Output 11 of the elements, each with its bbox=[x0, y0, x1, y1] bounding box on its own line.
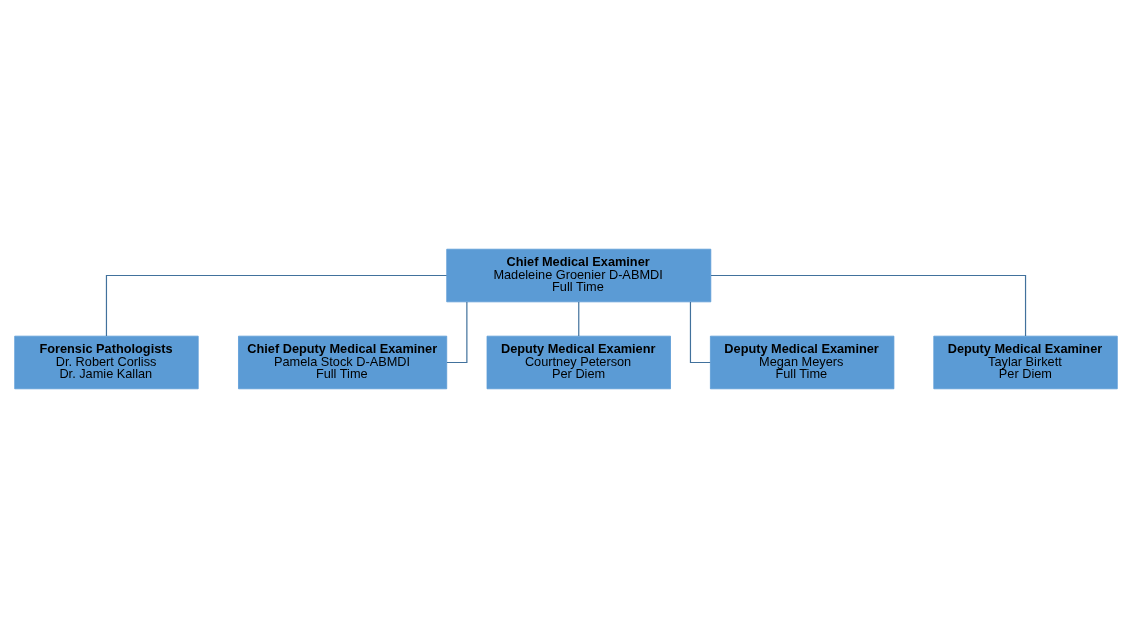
connector bbox=[710, 274, 1027, 336]
connector bbox=[446, 301, 468, 363]
connector bbox=[689, 301, 711, 363]
connector bbox=[578, 301, 580, 337]
node-box: Deputy Medical Examiner Megan Meyers Full Time bbox=[710, 335, 895, 389]
node-box: Deputy Medical Examiner Taylar Birkett Per Diem bbox=[933, 335, 1118, 389]
node-box: Chief Medical Examiner Madeleine Groenier D-ABMDI Full Time bbox=[446, 248, 712, 302]
node-box: Deputy Medical Examienr Courtney Peterson Per Diem bbox=[486, 335, 671, 389]
connector bbox=[105, 274, 448, 336]
node-box: Forensic Pathologists Dr. Robert Corliss Dr. Jamie Kallan bbox=[14, 335, 199, 389]
node-box: Chief Deputy Medical Examiner Pamela Stock D-ABMDI Full Time bbox=[238, 335, 448, 389]
